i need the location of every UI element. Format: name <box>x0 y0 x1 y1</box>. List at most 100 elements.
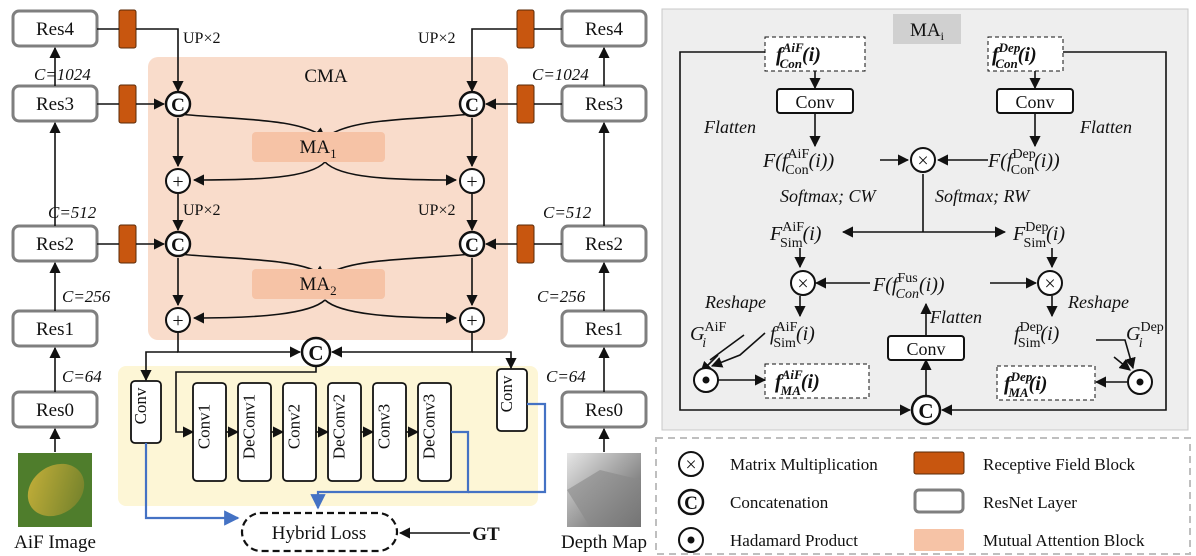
decoder-block-label: Conv2 <box>285 404 304 449</box>
right-channel-1024: C=1024 <box>532 65 589 84</box>
svg-text:×: × <box>1044 273 1055 295</box>
decoder-block-label: Conv3 <box>375 404 394 449</box>
matrix-mult-icon <box>1037 270 1063 296</box>
rfb-block <box>516 224 535 264</box>
ma-title-box <box>893 14 961 44</box>
ma2-label: MA2 <box>299 274 336 298</box>
left-res0-label: Res0 <box>36 400 74 421</box>
legend-hadamard-label: Hadamard Product <box>730 531 858 550</box>
softmax-cw: Softmax; CW <box>780 186 877 206</box>
right-res0-label: Res0 <box>585 400 623 421</box>
svg-text:C: C <box>465 95 479 116</box>
decoder-block-label: DeConv3 <box>420 394 439 459</box>
legend-mab-label: Mutual Attention Block <box>983 531 1145 550</box>
f-con-dep-box <box>987 36 1064 72</box>
up-label: UP×2 <box>183 202 220 219</box>
legend-rfb-swatch <box>913 451 965 475</box>
svg-text:C: C <box>918 399 933 423</box>
ma-conv-dep <box>996 88 1074 114</box>
hybrid-loss-label: Hybrid Loss <box>272 523 366 544</box>
svg-text:+: + <box>466 171 477 193</box>
ma-conv-fus <box>887 335 965 361</box>
legend-matrix-label: Matrix Multiplication <box>730 455 878 474</box>
decoder-block-label: DeConv1 <box>240 394 259 459</box>
left-rfb-blocks <box>97 9 137 264</box>
legend-resnet-swatch <box>913 488 965 514</box>
rfb-block <box>516 84 535 124</box>
plus-icon <box>459 168 485 194</box>
plus-icon <box>165 168 191 194</box>
svg-text:+: + <box>172 310 183 332</box>
cma-flow <box>136 28 517 382</box>
plus-icon <box>165 307 191 333</box>
legend-mab-swatch <box>914 529 964 551</box>
left-res4-label: Res4 <box>36 19 75 40</box>
svg-text:C: C <box>684 493 698 514</box>
reshape-label: Reshape <box>1067 292 1129 312</box>
aif-image-label: AiF Image <box>14 532 96 553</box>
concat-icon <box>677 488 705 516</box>
aif-leaf <box>27 463 85 517</box>
concat-icon <box>458 230 486 258</box>
right-res4-label: Res4 <box>585 19 624 40</box>
up-label: UP×2 <box>418 202 455 219</box>
svg-text:C: C <box>171 95 185 116</box>
matrix-mult-icon <box>790 270 816 296</box>
rfb-block <box>118 224 137 264</box>
right-channel-512: C=512 <box>543 203 592 222</box>
left-channel-1024: C=1024 <box>34 65 91 84</box>
ma-panel-title: MAi <box>910 20 945 43</box>
right-res1-label: Res1 <box>585 319 623 340</box>
hybrid-loss-box <box>240 511 399 553</box>
svg-text:×: × <box>917 150 928 172</box>
rfb-block <box>516 9 535 49</box>
gt-label: GT <box>472 524 500 545</box>
reshape-label: Reshape <box>704 292 766 312</box>
right-channel-256: C=256 <box>537 287 586 306</box>
f-con-aif-box <box>764 36 866 72</box>
matrix-mult-icon <box>910 147 936 173</box>
f-ma-dep-box <box>996 365 1096 401</box>
ma1-label: MA1 <box>299 137 336 161</box>
matrix-mult-icon <box>678 451 704 477</box>
legend-concat-label: Concatenation <box>730 493 829 512</box>
concat-icon <box>458 90 486 118</box>
rfb-block <box>118 84 137 124</box>
left-res3-label: Res3 <box>36 94 74 115</box>
ma-conv-fus-label: Conv <box>906 339 945 359</box>
ma-conv-aif-label: Conv <box>795 92 834 112</box>
cma-title: CMA <box>304 66 348 87</box>
softmax-rw: Softmax; RW <box>935 186 1031 206</box>
concat-icon <box>164 90 192 118</box>
flatten-label: Flatten <box>1079 117 1132 137</box>
up-label: UP×2 <box>183 30 220 47</box>
decoder-conv-right-label: Conv <box>497 375 516 412</box>
ma1-block <box>252 132 385 162</box>
concat-icon <box>910 394 942 426</box>
rfb-block <box>118 9 137 49</box>
plus-icon <box>459 307 485 333</box>
ma-panel-background <box>661 8 1189 431</box>
concat-icon <box>164 230 192 258</box>
decoder: Conv Conv Conv1 DeConv1 Conv2 DeConv2 Co… <box>130 366 547 553</box>
left-channel-512: C=512 <box>48 203 97 222</box>
ma2-block <box>252 269 385 299</box>
svg-text:+: + <box>466 310 477 332</box>
svg-text:×: × <box>797 273 808 295</box>
ma-conv-aif <box>776 88 854 114</box>
legend-resnet-label: ResNet Layer <box>983 493 1077 512</box>
cma-background <box>148 57 508 340</box>
